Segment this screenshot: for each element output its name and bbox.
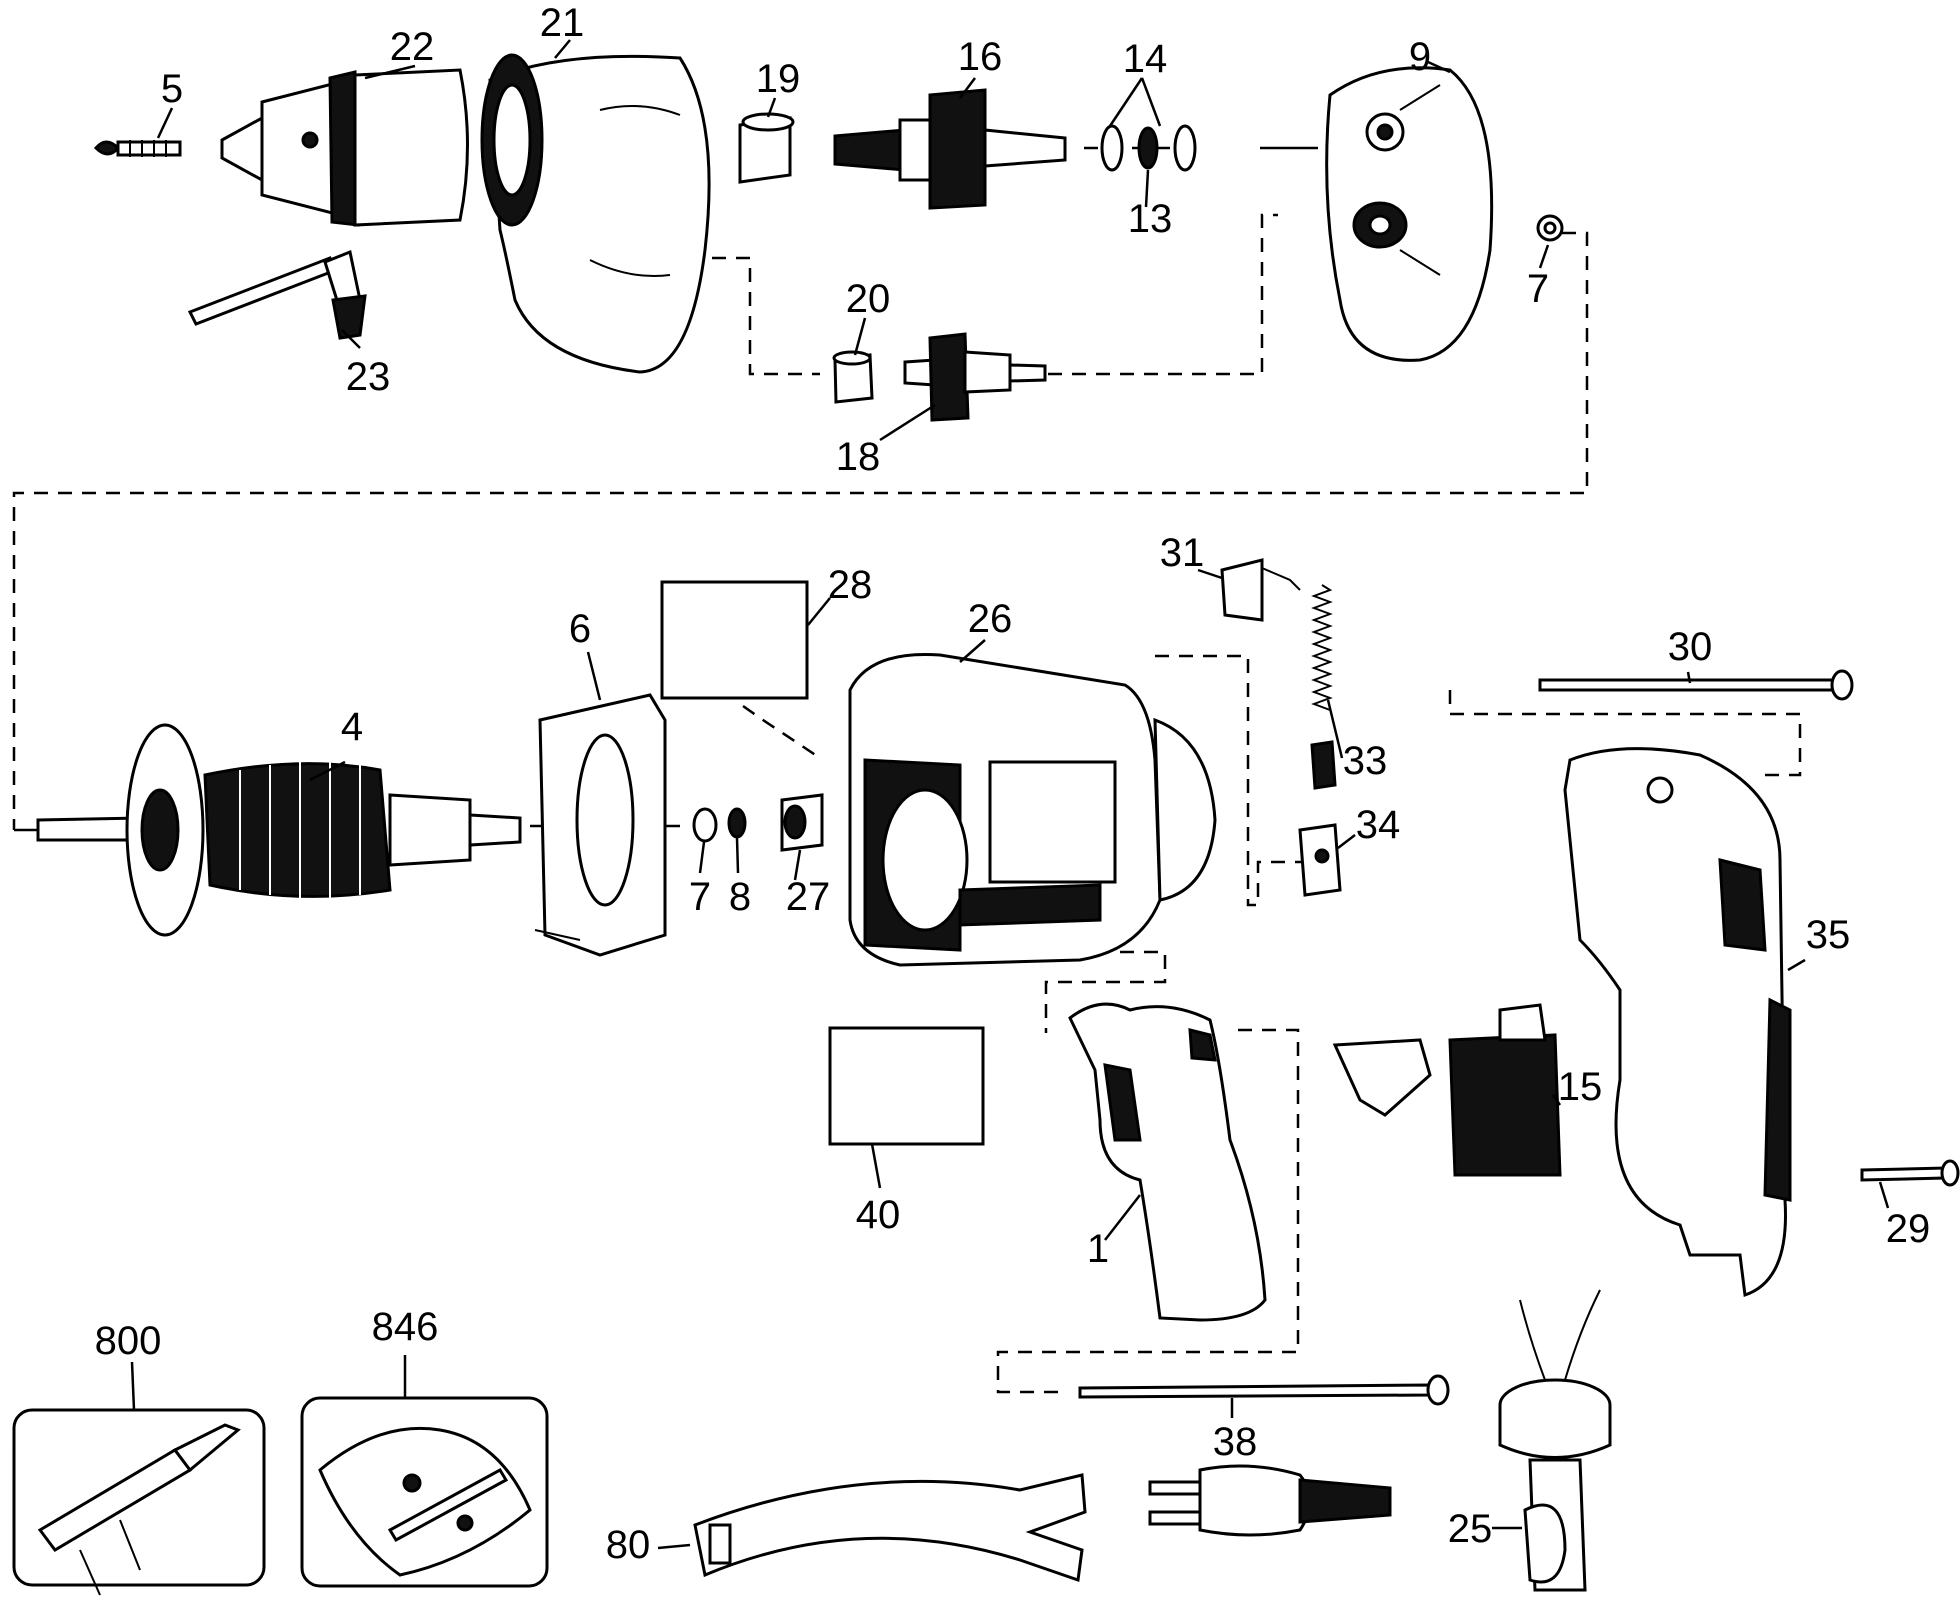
- part-washers-14-13: [1100, 124, 1197, 172]
- callout-34: 34: [1356, 803, 1401, 847]
- callout-9: 9: [1409, 35, 1431, 79]
- callout-23: 23: [346, 355, 391, 399]
- part-strap-80: [693, 1473, 1087, 1583]
- callout-16: 16: [958, 35, 1003, 79]
- callout-38: 38: [1213, 1420, 1258, 1464]
- callout-labels: 5 22 21 19 16 14 13 9 7 23 20 18 28 6 26…: [95, 1, 1931, 1567]
- part-bushing-27: [780, 793, 824, 852]
- callout-14: 14: [1123, 37, 1168, 81]
- callout-7-top: 7: [1527, 267, 1549, 311]
- part-brush-spring-33: [1310, 584, 1337, 790]
- callout-22: 22: [390, 25, 435, 69]
- part-motor-housing-26: [848, 652, 1217, 967]
- part-armature-4: [36, 723, 522, 937]
- callout-20: 20: [846, 277, 891, 321]
- callout-35: 35: [1806, 913, 1851, 957]
- callout-7: 7: [689, 875, 711, 919]
- part-gear-case-21: [480, 53, 711, 374]
- callout-40: 40: [856, 1193, 901, 1237]
- callout-21: 21: [540, 1, 585, 45]
- callout-6: 6: [569, 607, 591, 651]
- callout-31: 31: [1160, 531, 1205, 575]
- part-baffle-6: [534, 693, 667, 957]
- callout-4: 4: [341, 705, 363, 749]
- callout-25: 25: [1448, 1507, 1493, 1551]
- part-kit-846: [300, 1396, 549, 1588]
- callout-846: 846: [372, 1305, 439, 1349]
- part-gear-plate-9: [1325, 66, 1494, 362]
- part-bushing-19: [738, 112, 795, 184]
- callout-26: 26: [968, 597, 1013, 641]
- callout-13: 13: [1128, 197, 1173, 241]
- part-chuck-key-23: [187, 249, 367, 340]
- assembly-lines: [12, 146, 1802, 1394]
- part-bushing-20: [832, 350, 874, 404]
- part-switch-15: [1332, 1003, 1562, 1177]
- part-label-28: [660, 580, 809, 700]
- part-chuck-22: [220, 68, 469, 227]
- callout-80: 80: [606, 1523, 651, 1567]
- part-screw-30: [1538, 669, 1854, 701]
- part-plug: [1148, 1464, 1392, 1537]
- part-handle-half-35: [1563, 747, 1792, 1298]
- part-kit-800: [12, 1408, 266, 1596]
- callout-8: 8: [729, 875, 751, 919]
- callout-5: 5: [161, 67, 183, 111]
- part-cord-protector-25: [1498, 1289, 1612, 1592]
- part-gear-18: [903, 332, 1047, 422]
- callout-30: 30: [1668, 625, 1713, 669]
- callout-19: 19: [756, 57, 801, 101]
- part-brush-holder-31: [1220, 558, 1301, 622]
- callout-29: 29: [1886, 1207, 1931, 1251]
- callout-28: 28: [828, 563, 873, 607]
- part-spindle-gear-16: [833, 88, 1067, 210]
- leader-lines: [130, 39, 1890, 1550]
- part-screw-29: [1860, 1159, 1960, 1187]
- part-washer-7-top: [1536, 214, 1564, 242]
- part-brush-34: [1298, 823, 1342, 897]
- callout-15: 15: [1558, 1065, 1603, 1109]
- part-screw-38: [1078, 1374, 1450, 1406]
- callout-1: 1: [1087, 1227, 1109, 1271]
- callout-800: 800: [95, 1319, 162, 1363]
- callout-18: 18: [836, 435, 881, 479]
- part-handle-half-1: [1068, 1002, 1267, 1322]
- part-screw-5: [93, 140, 182, 157]
- callout-27: 27: [786, 875, 831, 919]
- part-label-40: [828, 1026, 985, 1146]
- part-washers-7-8: [692, 807, 747, 843]
- callout-33: 33: [1343, 739, 1388, 783]
